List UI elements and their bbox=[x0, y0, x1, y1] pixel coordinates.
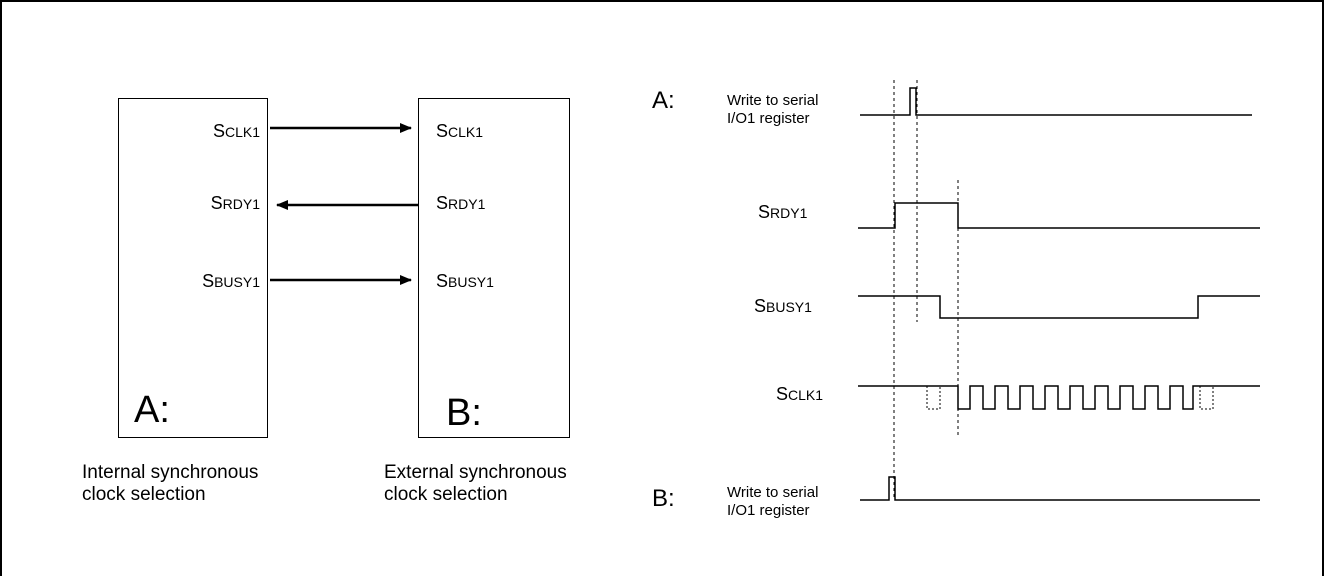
device-b-pin-sclk1: SCLK1 bbox=[436, 121, 484, 141]
device-b-box bbox=[418, 98, 570, 438]
device-b-pin-srdy1: SRDY1 bbox=[436, 193, 486, 213]
sbusy1-waveform bbox=[858, 295, 1260, 319]
srdy1-waveform bbox=[858, 202, 1260, 229]
sclk1-dotted-pulse-right bbox=[1199, 386, 1214, 410]
device-a-box bbox=[118, 98, 268, 438]
write-a-waveform bbox=[860, 87, 1252, 116]
device-a-caption: Internal synchronous clock selection bbox=[82, 462, 259, 505]
timing-write-b-label: Write to serial I/O1 register bbox=[727, 484, 819, 519]
timing-srdy1-label: SRDY1 bbox=[758, 202, 808, 222]
timing-sclk1-label: SCLK1 bbox=[776, 384, 824, 404]
device-a-label: A: bbox=[134, 389, 170, 431]
device-a-pin-srdy1: SRDY1 bbox=[210, 193, 260, 213]
device-a-pin-sclk1: SCLK1 bbox=[212, 121, 260, 141]
sclk1-waveform bbox=[858, 385, 1260, 410]
sclk1-dotted-pulse-left bbox=[926, 386, 941, 410]
timing-sbusy1-label: SBUSY1 bbox=[754, 296, 812, 316]
timing-write-a-label: Write to serial I/O1 register bbox=[727, 92, 819, 127]
device-b-pin-sbusy1: SBUSY1 bbox=[436, 271, 494, 291]
device-b-label: B: bbox=[446, 392, 482, 434]
timing-label-b: B: bbox=[652, 485, 675, 512]
device-b-caption: External synchronous clock selection bbox=[384, 462, 567, 505]
device-a-pin-sbusy1: SBUSY1 bbox=[202, 271, 260, 291]
timing-label-a: A: bbox=[652, 87, 675, 114]
write-b-waveform bbox=[860, 476, 1260, 501]
